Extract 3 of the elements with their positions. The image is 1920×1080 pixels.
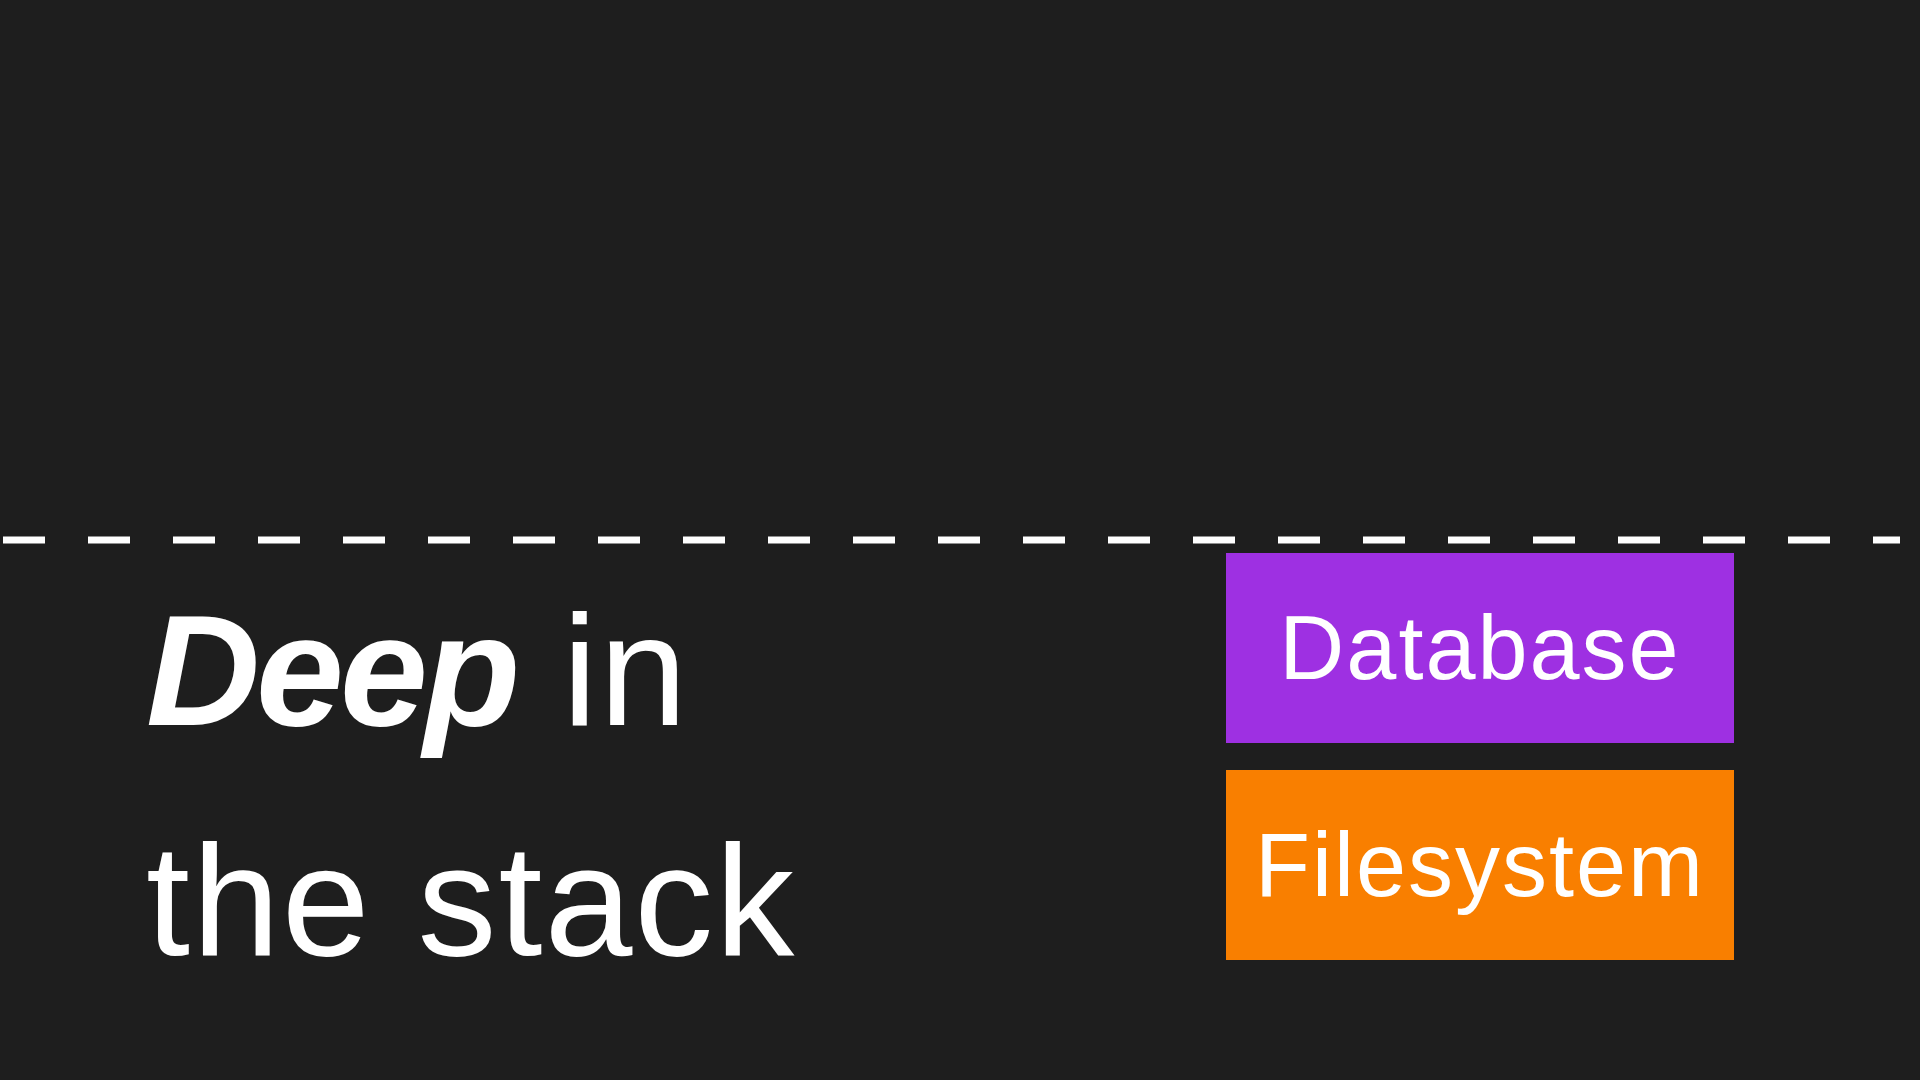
slide-title: Deep in the stack [146,581,798,990]
layer-block: Database [1226,553,1734,743]
layer-block: Filesystem [1226,770,1734,960]
